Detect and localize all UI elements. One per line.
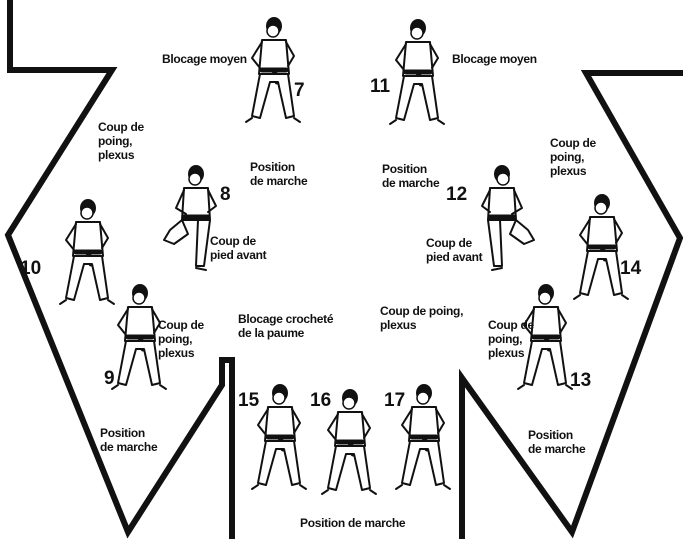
label-17-punch: Coup de poing, plexus [380, 304, 463, 332]
label-13-stance: Position de marche [528, 428, 585, 456]
label-7-block: Blocage moyen [162, 52, 247, 66]
label-9-stance: Position de marche [100, 426, 157, 454]
label-11-stance: Position de marche [382, 162, 439, 190]
figure-10 [60, 199, 114, 304]
figure-12 [482, 165, 534, 270]
move-number-8: 8 [220, 184, 231, 206]
move-number-15: 15 [238, 390, 259, 412]
label-12-kick: Coup de pied avant [426, 236, 482, 264]
move-number-16: 16 [310, 390, 331, 412]
figure-14 [574, 194, 628, 299]
label-10-punch: Coup de poing, plexus [98, 120, 144, 162]
label-7-stance: Position de marche [250, 160, 307, 188]
move-number-9: 9 [104, 368, 115, 390]
label-13-punch: Coup de poing, plexus [488, 318, 534, 360]
figure-7 [246, 17, 300, 122]
move-number-11: 11 [370, 76, 390, 98]
move-number-14: 14 [620, 258, 641, 280]
move-number-12: 12 [446, 184, 467, 206]
label-9-punch: Coup de poing, plexus [158, 318, 204, 360]
move-number-7: 7 [294, 80, 305, 102]
label-8-kick: Coup de pied avant [210, 234, 266, 262]
path-outline-left [8, 0, 232, 539]
move-number-10: 10 [20, 258, 41, 280]
label-14-punch: Coup de poing, plexus [550, 136, 596, 178]
move-number-13: 13 [570, 370, 591, 392]
label-11-block: Blocage moyen [452, 52, 537, 66]
label-bottom-stance: Position de marche [300, 516, 405, 530]
figure-15 [252, 384, 306, 489]
figure-8 [164, 165, 216, 270]
figure-11 [390, 19, 444, 124]
label-15-block: Blocage crocheté de la paume [238, 312, 333, 340]
move-number-17: 17 [384, 390, 405, 412]
